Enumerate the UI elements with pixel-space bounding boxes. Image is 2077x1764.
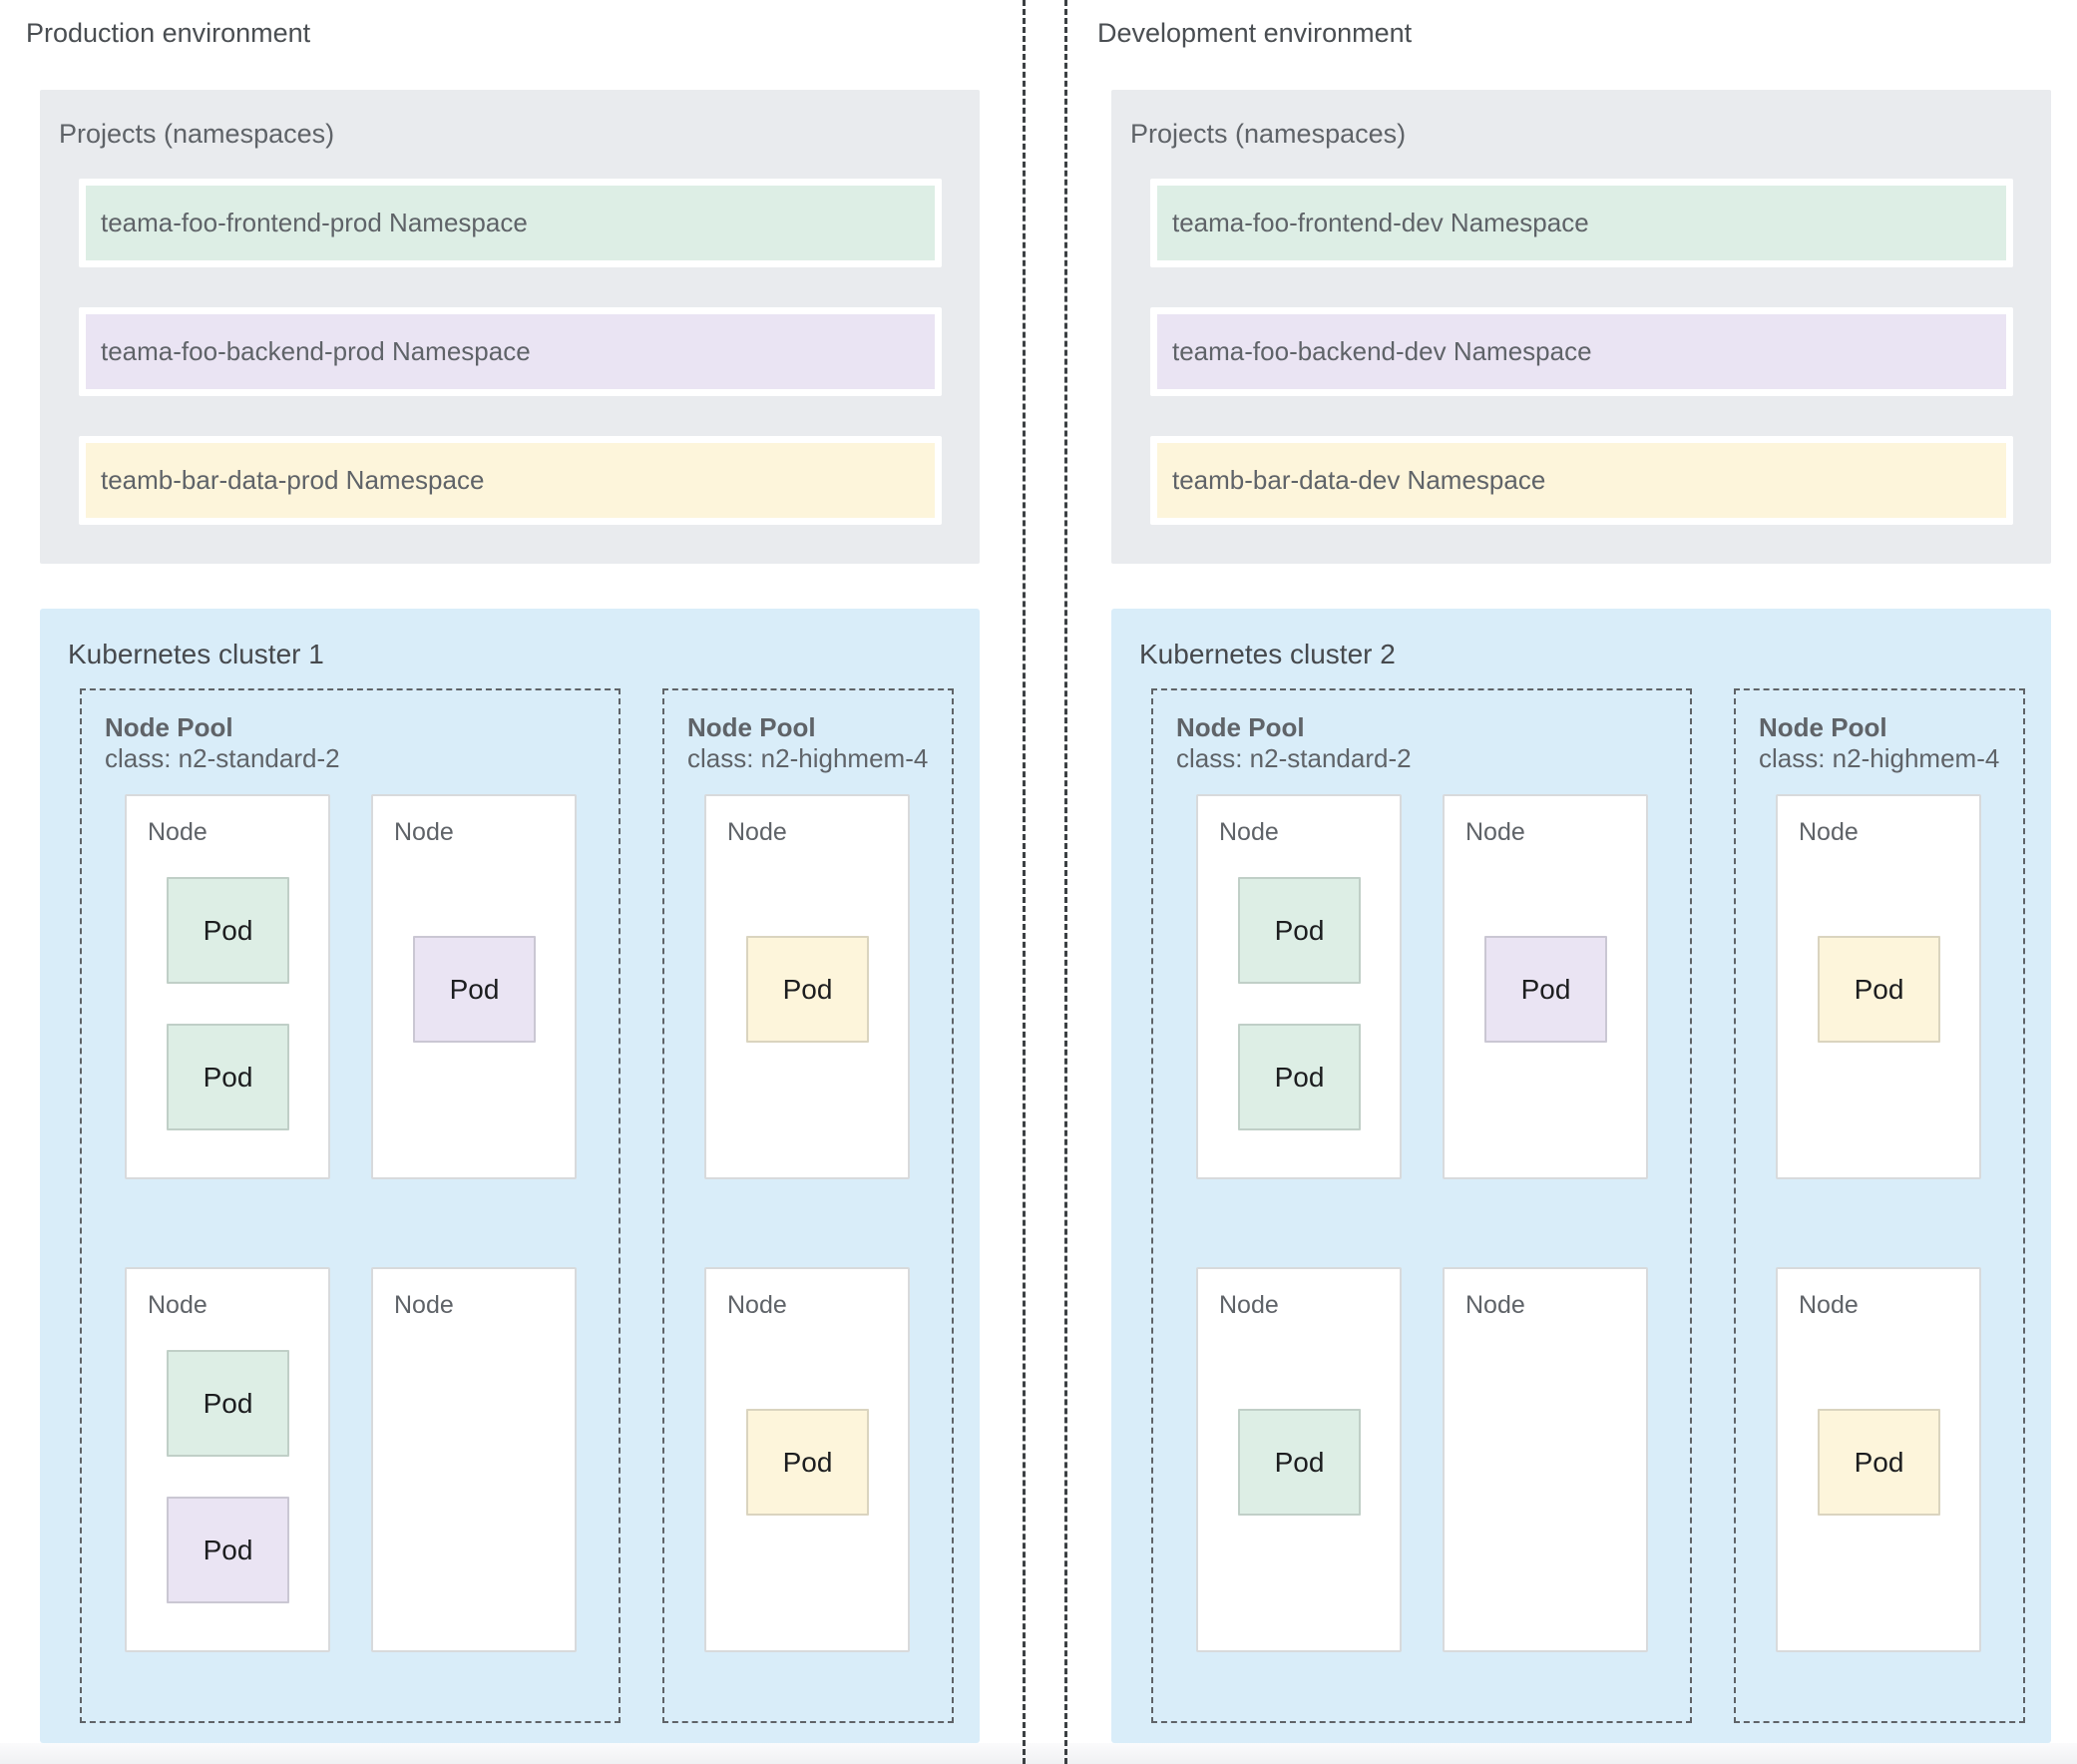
projects-title: Projects (namespaces)	[1130, 119, 1407, 149]
pod-label: Pod	[1520, 973, 1571, 1005]
namespace-row: teamb-bar-data-dev Namespace	[1150, 436, 2013, 525]
namespace-label: teamb-bar-data-prod Namespace	[101, 465, 485, 495]
pod: Pod	[1818, 1409, 1940, 1516]
namespace-label: teama-foo-backend-prod Namespace	[101, 336, 531, 366]
node-label: Node	[1799, 1291, 1859, 1319]
pod-label: Pod	[203, 1534, 253, 1565]
namespace-label: teamb-bar-data-dev Namespace	[1172, 465, 1546, 495]
node-label: Node	[1465, 818, 1525, 846]
pod-label: Pod	[1274, 1061, 1325, 1093]
environment-label: Production environment	[26, 18, 311, 48]
pod-label: Pod	[782, 1446, 833, 1478]
pod: Pod	[1238, 1409, 1361, 1516]
node: Node	[371, 1267, 577, 1652]
namespace-fill: teama-foo-frontend-prod Namespace	[86, 186, 935, 260]
namespace-label: teama-foo-backend-dev Namespace	[1172, 336, 1592, 366]
pod-label: Pod	[1274, 914, 1325, 946]
pod: Pod	[167, 1350, 289, 1457]
namespace-row: teama-foo-backend-dev Namespace	[1150, 307, 2013, 396]
environment-divider-line	[1064, 0, 1067, 1764]
namespace-row: teama-foo-backend-prod Namespace	[79, 307, 942, 396]
namespace-fill: teama-foo-backend-dev Namespace	[1157, 314, 2006, 389]
node-label: Node	[727, 1291, 787, 1319]
namespace-fill: teamb-bar-data-dev Namespace	[1157, 443, 2006, 518]
pod-label: Pod	[1274, 1446, 1325, 1478]
node-label: Node	[727, 818, 787, 846]
node-label: Node	[1465, 1291, 1525, 1319]
node-label: Node	[1219, 1291, 1279, 1319]
pod: Pod	[746, 936, 869, 1043]
pod: Pod	[746, 1409, 869, 1516]
bottom-strip	[0, 1743, 2077, 1764]
environment-label: Development environment	[1097, 18, 1413, 48]
node-label: Node	[148, 818, 208, 846]
node-pool-title: Node Pool	[687, 712, 816, 742]
projects-box: Projects (namespaces) teama-foo-frontend-…	[40, 90, 980, 564]
pod: Pod	[1484, 936, 1607, 1043]
pod: Pod	[167, 1024, 289, 1130]
namespace-row: teama-foo-frontend-dev Namespace	[1150, 179, 2013, 267]
pod: Pod	[1818, 936, 1940, 1043]
node-label: Node	[394, 1291, 454, 1319]
pod-label: Pod	[203, 1061, 253, 1093]
pod: Pod	[167, 877, 289, 984]
namespace-row: teama-foo-frontend-prod Namespace	[79, 179, 942, 267]
node-pool-class: class: n2-highmem-4	[687, 743, 929, 773]
namespace-label: teama-foo-frontend-prod Namespace	[101, 208, 528, 237]
cluster-title: Kubernetes cluster 1	[68, 639, 324, 669]
node-pool-title: Node Pool	[105, 712, 233, 742]
namespace-row: teamb-bar-data-prod Namespace	[79, 436, 942, 525]
pod: Pod	[1238, 1024, 1361, 1130]
node-pool-class: class: n2-standard-2	[1176, 743, 1412, 773]
pod-label: Pod	[1854, 1446, 1904, 1478]
namespace-fill: teama-foo-backend-prod Namespace	[86, 314, 935, 389]
node-label: Node	[148, 1291, 208, 1319]
node: Node	[1443, 1267, 1648, 1652]
projects-title: Projects (namespaces)	[59, 119, 335, 149]
node-label: Node	[394, 818, 454, 846]
node-pool-title: Node Pool	[1759, 712, 1887, 742]
namespace-label: teama-foo-frontend-dev Namespace	[1172, 208, 1589, 237]
pod-label: Pod	[203, 1387, 253, 1419]
pod: Pod	[413, 936, 536, 1043]
node-pool-class: class: n2-standard-2	[105, 743, 340, 773]
pod-label: Pod	[449, 973, 500, 1005]
pod-label: Pod	[203, 914, 253, 946]
namespace-fill: teamb-bar-data-prod Namespace	[86, 443, 935, 518]
namespace-fill: teama-foo-frontend-dev Namespace	[1157, 186, 2006, 260]
node-label: Node	[1799, 818, 1859, 846]
node-label: Node	[1219, 818, 1279, 846]
pod-label: Pod	[782, 973, 833, 1005]
pod: Pod	[167, 1497, 289, 1603]
node-pool-title: Node Pool	[1176, 712, 1305, 742]
node-pool-class: class: n2-highmem-4	[1759, 743, 2000, 773]
cluster-title: Kubernetes cluster 2	[1139, 639, 1396, 669]
projects-box: Projects (namespaces) teama-foo-frontend-…	[1111, 90, 2051, 564]
pod-label: Pod	[1854, 973, 1904, 1005]
environment-divider-line	[1023, 0, 1026, 1764]
pod: Pod	[1238, 877, 1361, 984]
